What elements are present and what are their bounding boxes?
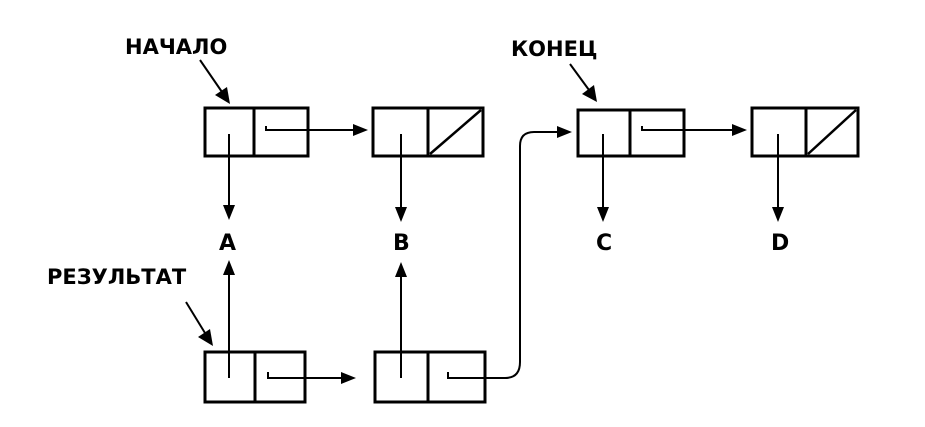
arrow-car-5-to-a (223, 260, 235, 378)
arrow-car-2-to-b (395, 134, 407, 222)
atom-d: D (771, 231, 789, 256)
arrow-cdr-6-to-3 (447, 126, 572, 379)
cons-cell-1 (203, 106, 310, 158)
nil-slash (807, 109, 857, 155)
arrow-end-pointer (569, 63, 597, 102)
cons-cell-2 (371, 106, 485, 158)
cons-cell-4 (750, 106, 860, 158)
atom-c: C (596, 231, 612, 256)
arrow-result-pointer (185, 301, 213, 346)
arrow-car-1-to-a (223, 134, 235, 220)
atom-a: A (219, 231, 236, 256)
arrow-car-6-to-b (395, 262, 407, 378)
arrow-car-3-to-c (597, 134, 609, 222)
atom-b: B (393, 231, 410, 256)
label-end: КОНЕЦ (511, 37, 597, 61)
arrow-cdr-3-to-4 (641, 124, 747, 136)
label-start: НАЧАЛО (125, 35, 227, 59)
arrow-start-pointer (199, 59, 230, 104)
nil-slash (429, 109, 482, 155)
arrow-car-4-to-d (772, 134, 784, 222)
cons-cell-3 (576, 108, 686, 158)
label-result: РЕЗУЛЬТАТ (47, 265, 187, 289)
arrow-cdr-5-to-6 (267, 372, 356, 384)
arrow-cdr-1-to-2 (265, 124, 368, 136)
